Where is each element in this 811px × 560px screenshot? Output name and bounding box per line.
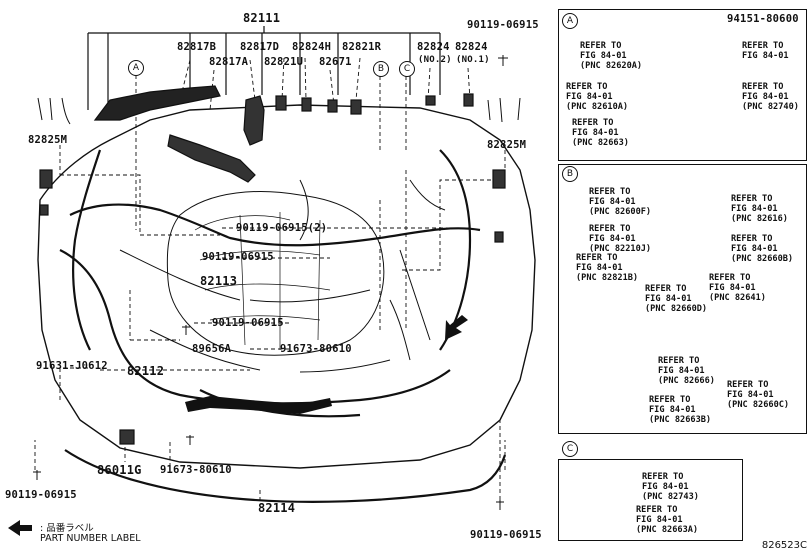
label-82111: 82111 [243,11,281,25]
panel-b-ref-82663b: REFER TO FIG 84-01 (PNC 82663B) [649,395,712,425]
panel-a-ref-fig: REFER TO FIG 84-01 [742,41,789,61]
label-89656a: 89656A [192,343,232,355]
panel-a-letter: A [562,13,578,29]
panel-b-ref-82600f: REFER TO FIG 84-01 (PNC 82600F) [589,187,652,217]
panel-a-ref-82663: REFER TO FIG 84-01 (PNC 82663) [572,118,629,148]
label-82112: 82112 [127,364,165,378]
label-86011g: 86011G [97,463,142,477]
panel-b-ref-82666: REFER TO FIG 84-01 (PNC 82666) [658,356,715,386]
panel-b-ref-82210j: REFER TO FIG 84-01 (PNC 82210J) [589,224,652,254]
label-91631-j0612: 91631-J0612 [36,360,108,372]
panel-a [558,9,807,161]
label-90119-06915-bottom-right: 90119-06915 [470,529,542,541]
label-82821r: 82821R [342,41,382,53]
panel-b [558,164,807,434]
panel-b-ref-82616: REFER TO FIG 84-01 (PNC 82616) [731,194,788,224]
panel-b-ref-82660b: REFER TO FIG 84-01 (PNC 82660B) [731,234,794,264]
label-82825m-right: 82825M [487,139,527,151]
callout-a: A [128,60,144,76]
label-90119-06915-bottom-left: 90119-06915 [5,489,77,501]
label-82817a: 82817A [209,56,249,68]
label-82824-no2: 82824 [417,41,450,53]
label-82824h: 82824H [292,41,332,53]
label-82817d: 82817D [240,41,280,53]
diagram-code: 826523C [761,540,807,551]
legend-jp: : 品番ラベル [40,523,94,534]
engine-block [166,191,385,356]
label-91673-80610-bottom: 91673-80610 [160,464,232,476]
label-91673-80610-mid: 91673-80610 [280,343,352,355]
label-94151-80600: 94151-80600 [727,13,799,25]
callout-c: C [399,61,415,77]
legend-en: PART NUMBER LABEL [40,533,141,544]
label-82825m-left: 82825M [28,134,68,146]
label-90119-06915-top-right: 90119-06915 [467,19,539,31]
label-82113: 82113 [200,274,238,288]
panel-b-ref-82660d: REFER TO FIG 84-01 (PNC 82660D) [645,284,708,314]
panel-b-letter: B [562,166,578,182]
callout-b: B [373,61,389,77]
engine-bay-outline [37,104,536,469]
label-82821u: 82821U [264,56,304,68]
label-82824-no1-sub: (NO.1) [456,55,490,65]
label-82824-no1: 82824 [455,41,488,53]
panel-b-ref-82821b: REFER TO FIG 84-01 (PNC 82821B) [576,253,639,283]
label-82817b: 82817B [177,41,217,53]
panel-c-letter: C [562,441,578,457]
label-90119-06915-2: 90119-06915(2) [236,222,328,234]
panel-a-ref-82610a: REFER TO FIG 84-01 (PNC 82610A) [566,82,629,112]
panel-a-ref-82620a: REFER TO FIG 84-01 (PNC 82620A) [580,41,643,71]
label-82114: 82114 [258,501,296,515]
label-82824-no2-sub: (NO.2) [418,55,452,65]
panel-a-ref-82740: REFER TO FIG 84-01 (PNC 82740) [742,82,799,112]
panel-b-ref-82660c: REFER TO FIG 84-01 (PNC 82660C) [727,380,790,410]
label-90119-06915-mid2: 90119-06915 [212,317,284,329]
panel-b-ref-82641: REFER TO FIG 84-01 (PNC 82641) [709,273,766,303]
label-90119-06915-mid1: 90119-06915 [202,251,274,263]
label-82671: 82671 [319,56,352,68]
panel-c-ref-82743: REFER TO FIG 84-01 (PNC 82743) [642,472,699,502]
panel-c [558,459,743,541]
panel-c-ref-82663a: REFER TO FIG 84-01 (PNC 82663A) [636,505,699,535]
